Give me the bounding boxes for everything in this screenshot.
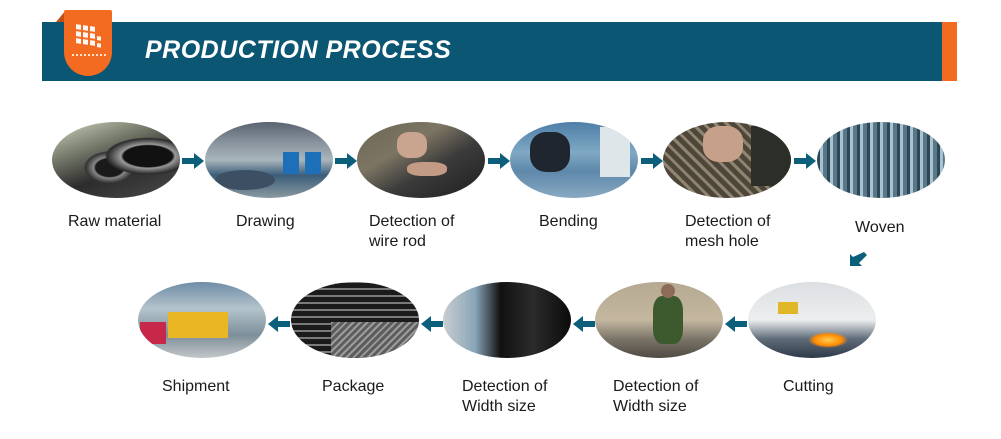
arrow-left-icon	[573, 316, 595, 332]
label-line: Bending	[539, 213, 598, 230]
label-line: Detection of	[369, 213, 455, 230]
arrow-left-icon	[268, 316, 290, 332]
step-label-package: Package	[322, 377, 384, 397]
step-label-raw-material: Raw material	[68, 212, 161, 232]
arrow-left-icon	[421, 316, 443, 332]
label-line: Package	[322, 378, 385, 395]
step-label-woven: Woven	[855, 218, 905, 238]
label-line: Woven	[855, 219, 905, 236]
label-line: Raw material	[68, 213, 162, 230]
step-label-detection-wire-rod: Detection of wire rod	[369, 212, 454, 252]
step-label-detection-mesh-hole: Detection of mesh hole	[685, 212, 770, 252]
step-label-detection-width-size-b: Detection of Width size	[613, 377, 698, 417]
logo-fold	[56, 10, 66, 22]
arrow-left-icon	[725, 316, 747, 332]
header-banner	[42, 22, 942, 81]
caliper-wire-check-photo	[357, 122, 485, 198]
arrow-down-left-icon	[849, 252, 867, 270]
label-line: Width size	[613, 398, 687, 415]
banner-accent-stripe	[942, 22, 957, 81]
black-mesh-rolls-photo	[443, 282, 571, 358]
label-line: mesh hole	[685, 233, 759, 250]
mesh-hole-caliper-photo	[663, 122, 791, 198]
mesh-grid-logo-icon	[76, 24, 102, 50]
label-line: Detection of	[685, 213, 771, 230]
label-line: Shipment	[162, 378, 230, 395]
label-line: Detection of	[462, 378, 548, 395]
arrow-right-icon	[335, 153, 357, 169]
cutting-sparks-photo	[748, 282, 876, 358]
logo-badge	[64, 10, 112, 76]
worker-inspecting-mesh-photo	[595, 282, 723, 358]
label-line: Width size	[462, 398, 536, 415]
arrow-right-icon	[488, 153, 510, 169]
step-label-detection-width-size-a: Detection of Width size	[462, 377, 547, 417]
truck-loading-photo	[138, 282, 266, 358]
step-label-drawing: Drawing	[236, 212, 295, 232]
wire-drawing-factory-photo	[205, 122, 333, 198]
label-line: Drawing	[236, 213, 295, 230]
step-label-bending: Bending	[539, 212, 598, 232]
weaving-machine-photo	[817, 122, 945, 198]
packaged-mesh-photo	[291, 282, 419, 358]
label-line: Detection of	[613, 378, 699, 395]
wire-coils-photo	[52, 122, 180, 198]
arrow-right-icon	[641, 153, 663, 169]
page-title: PRODUCTION PROCESS	[145, 36, 452, 64]
step-label-shipment: Shipment	[162, 377, 230, 397]
arrow-right-icon	[182, 153, 204, 169]
label-line: Cutting	[783, 378, 834, 395]
logo-caption	[72, 54, 106, 59]
worker-bending-photo	[510, 122, 638, 198]
step-label-cutting: Cutting	[783, 377, 834, 397]
arrow-right-icon	[794, 153, 816, 169]
label-line: wire rod	[369, 233, 426, 250]
